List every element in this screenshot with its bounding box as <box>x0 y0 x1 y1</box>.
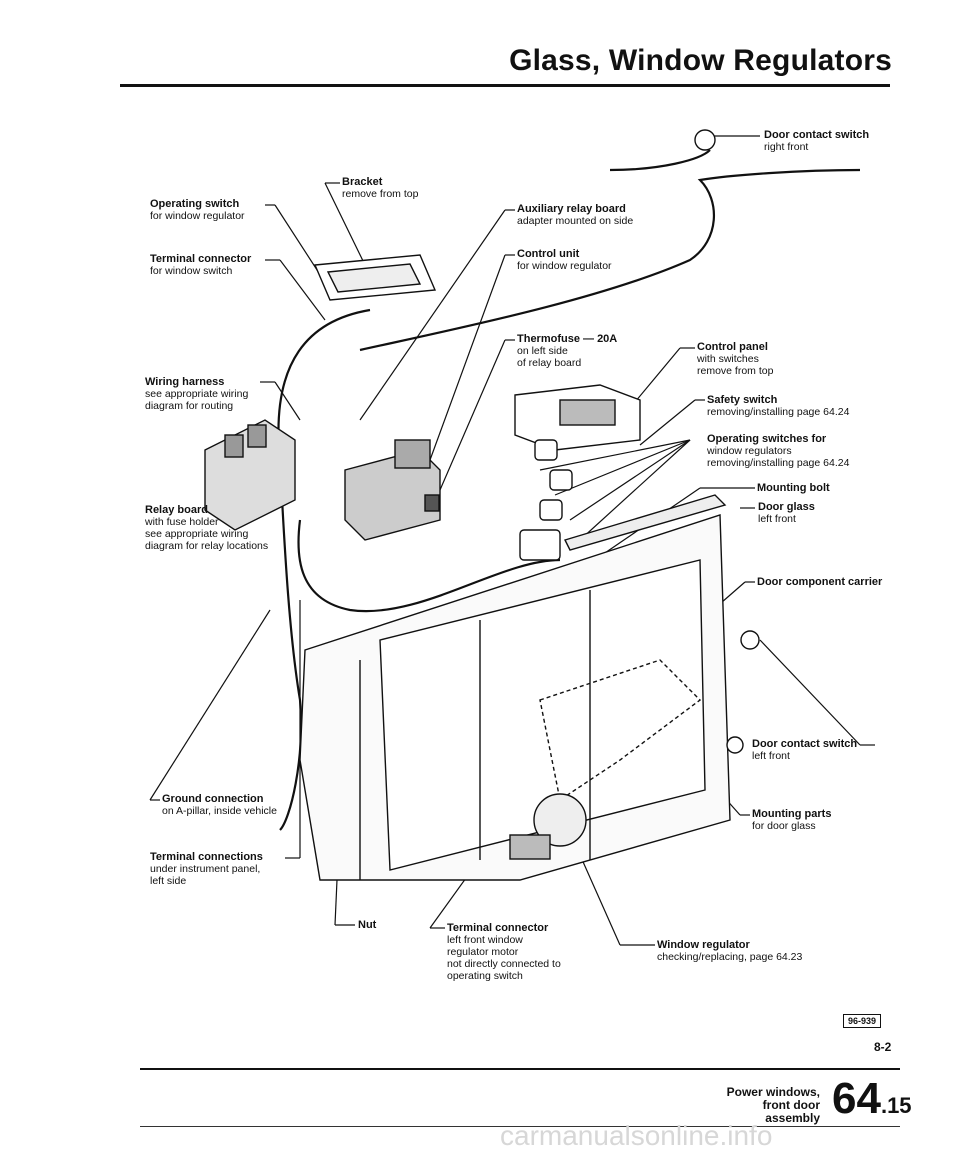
figure-number: 8-2 <box>874 1040 892 1054</box>
figure-reference-code: 96-939 <box>843 1014 882 1028</box>
label-door-component-carrier: Door component carrier <box>757 576 883 588</box>
label-mounting-bolt: Mounting bolt <box>757 482 830 494</box>
footer-bottom-rule <box>140 1126 900 1127</box>
label-nut: Nut <box>358 919 377 931</box>
header-rule <box>120 84 890 87</box>
footer-section-title: Power windows, front door assembly <box>720 1086 820 1125</box>
watermark: carmanualsonline.info <box>500 1120 773 1151</box>
footer-section-line-2: front door assembly <box>762 1098 820 1125</box>
footer-rule <box>140 1068 900 1070</box>
page-number: 64.15 <box>832 1074 912 1124</box>
page-suffix: .15 <box>880 1093 912 1118</box>
section-number: 64 <box>832 1074 881 1123</box>
footer-section-line-1: Power windows, <box>726 1085 820 1099</box>
page-title: Glass, Window Regulators <box>509 44 892 77</box>
